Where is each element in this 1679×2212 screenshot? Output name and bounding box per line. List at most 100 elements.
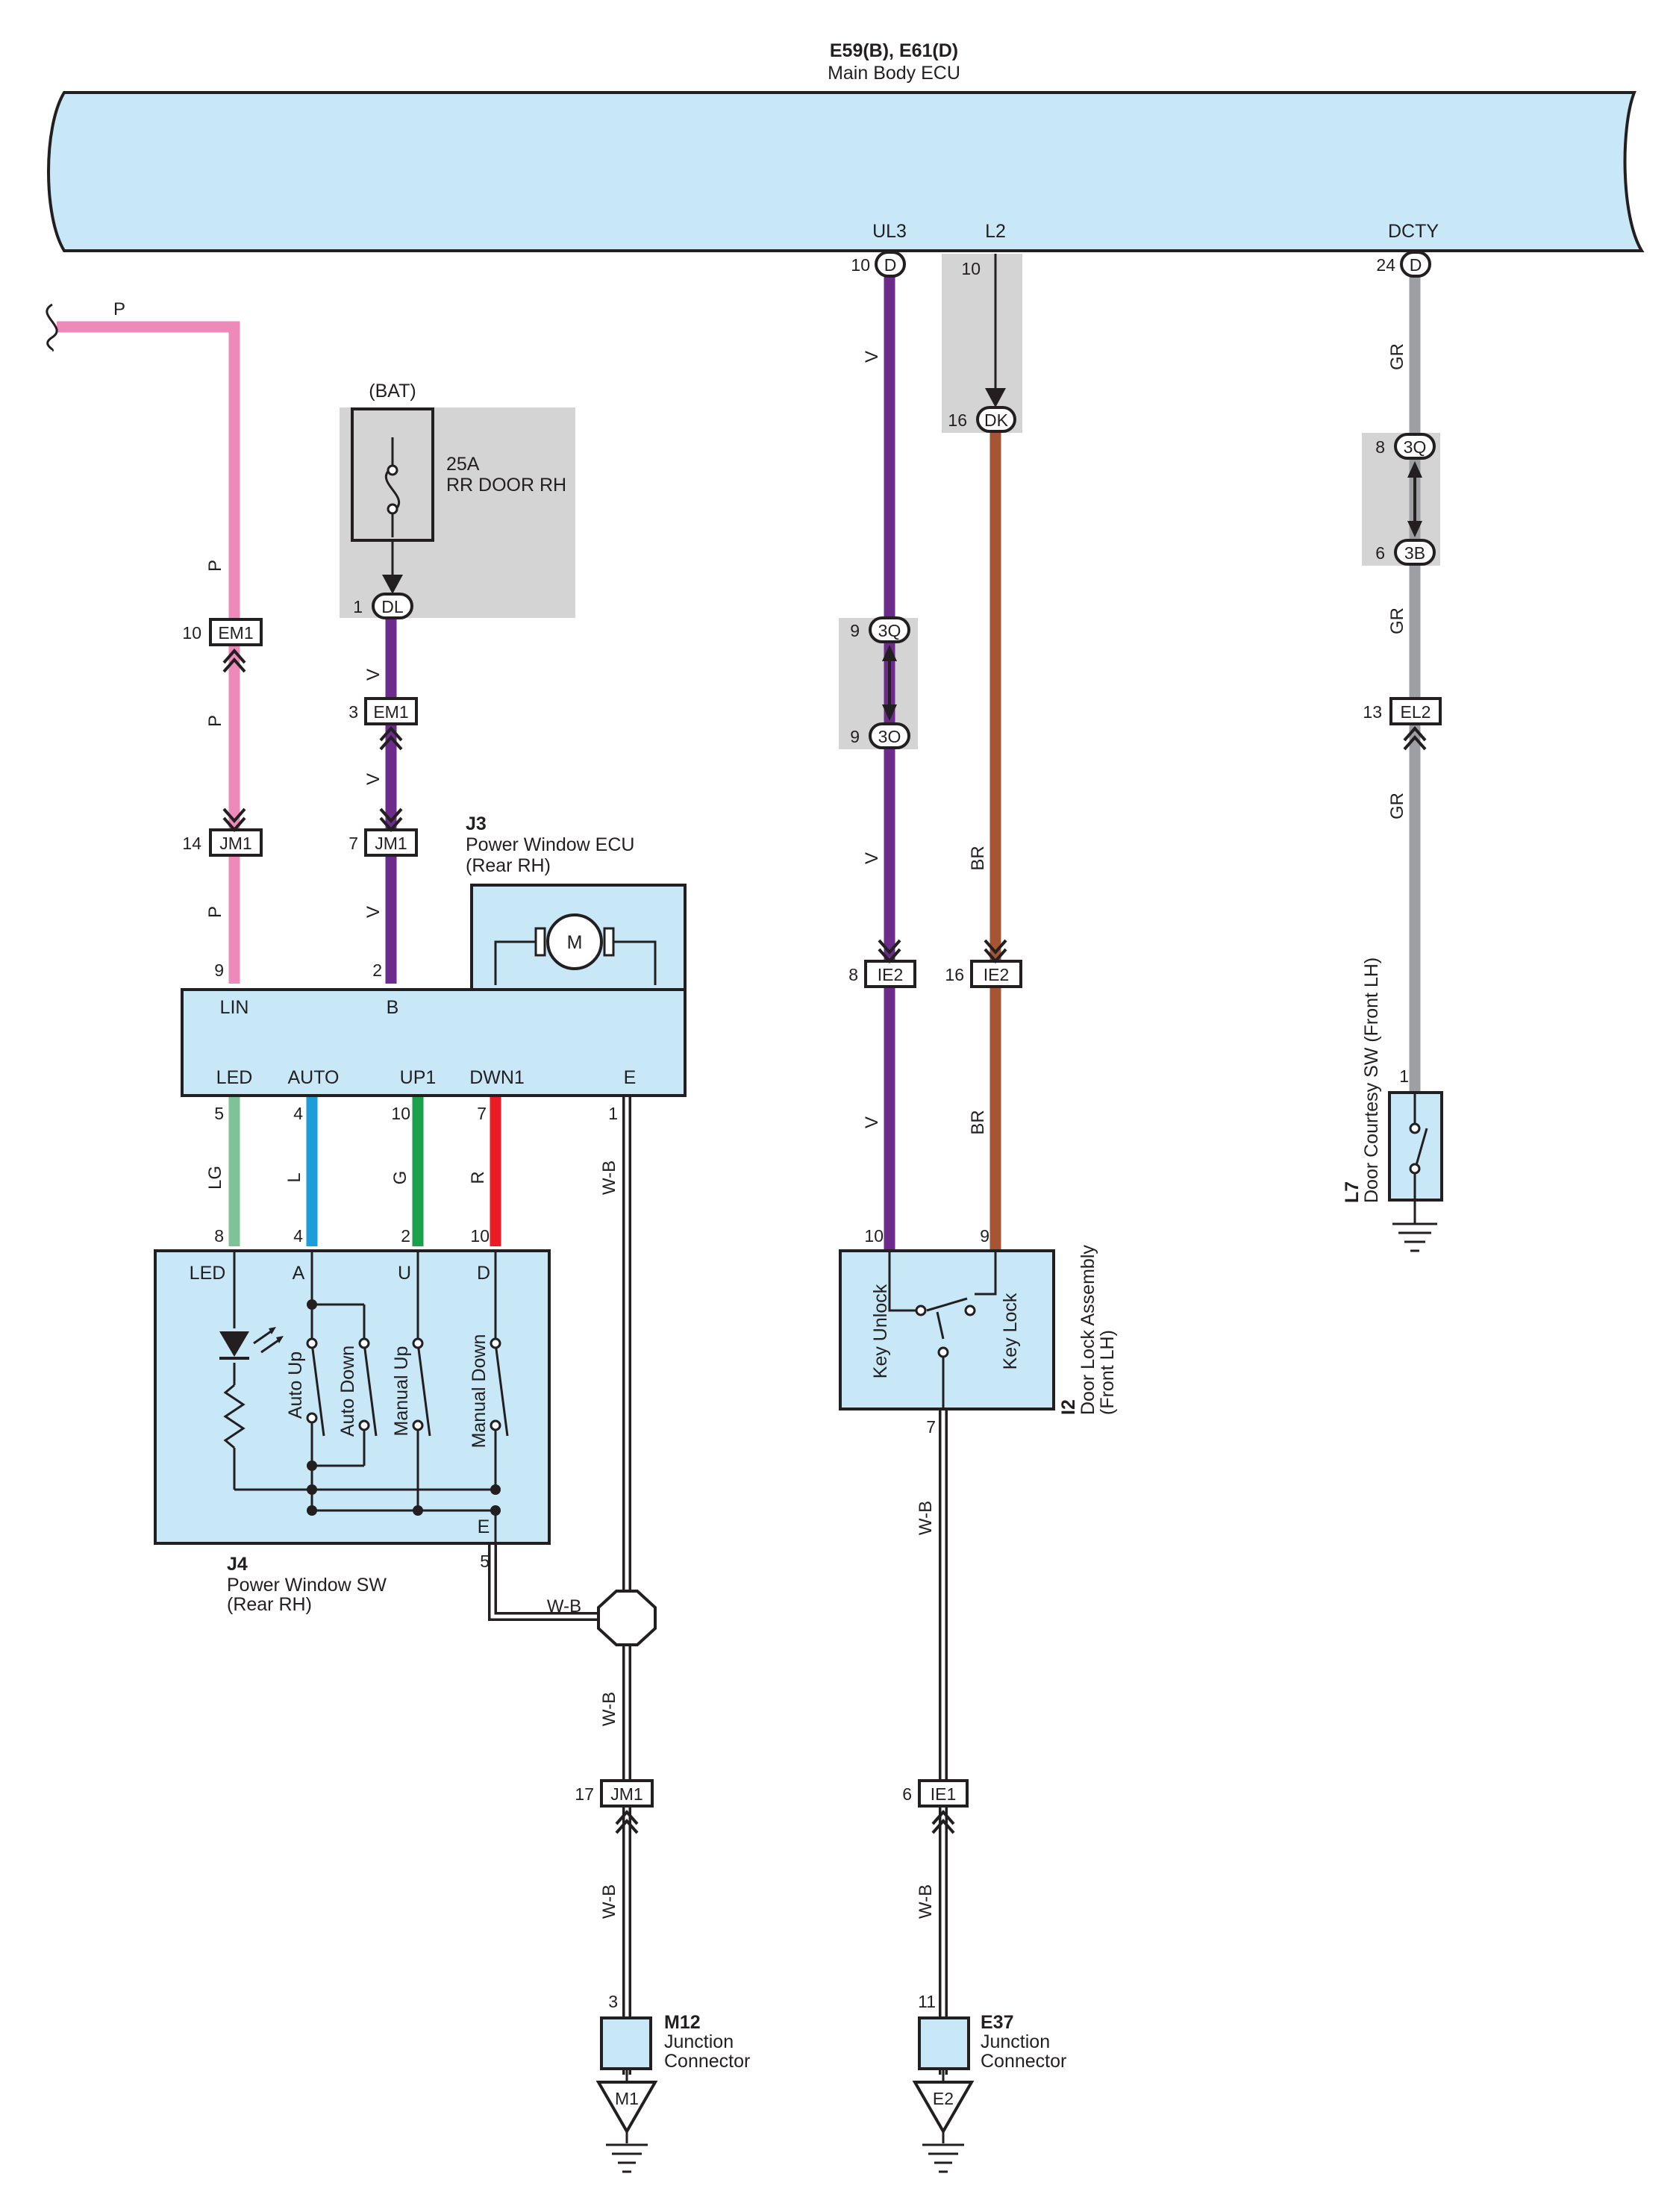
wire-wb-j3: [488, 1091, 948, 2075]
pin-j3-lin: 9: [214, 960, 224, 980]
svg-text:9: 9: [850, 621, 860, 640]
pin-j3-e: 1: [608, 1104, 618, 1123]
pin-i2-7: 7: [926, 1417, 936, 1437]
arrow-dk: [985, 388, 1006, 407]
svg-text:DL: DL: [381, 597, 404, 616]
svg-text:E2: E2: [933, 2089, 954, 2108]
pin-j3-up1: 10: [391, 1104, 410, 1123]
j3-terminal-e: E: [624, 1067, 637, 1088]
switch-key-unlock: Key Unlock: [870, 1284, 891, 1378]
svg-text:EM1: EM1: [373, 702, 408, 722]
svg-text:6: 6: [902, 1784, 912, 1804]
e37-junction-box: [918, 2016, 970, 2070]
svg-text:8: 8: [848, 965, 858, 984]
ground-icon-m1: M1: [595, 2069, 658, 2173]
svg-text:10: 10: [182, 623, 201, 643]
j4-terminal-u: U: [398, 1263, 411, 1284]
connector-jm1-v: JM1 7: [348, 828, 418, 857]
connector-el2: EL2 13: [1363, 697, 1442, 725]
j4-sub: (Rear RH): [227, 1594, 312, 1615]
svg-text:3Q: 3Q: [878, 621, 901, 640]
svg-text:3Q: 3Q: [1404, 437, 1427, 457]
connector-dk: DK 16: [948, 406, 1016, 433]
wire-code-wb3: W-B: [599, 1692, 619, 1726]
pin-j4-led: 8: [214, 1226, 224, 1246]
i2-internal-circuit: [888, 1251, 997, 1409]
wire-code-wb2: W-B: [547, 1596, 581, 1616]
wire-code-v4: V: [862, 351, 882, 363]
svg-text:DK: DK: [984, 410, 1009, 430]
svg-text:9: 9: [850, 727, 860, 746]
svg-text:EM1: EM1: [218, 623, 253, 643]
connector-3q-ul3: 3Q 9: [850, 616, 910, 643]
connector-em1-p: EM1 10: [182, 618, 263, 646]
m12-sub: Connector: [664, 2051, 750, 2072]
svg-text:3O: 3O: [878, 727, 901, 746]
main-body-ecu-box: [47, 91, 1645, 252]
j3-terminal-up1: UP1: [400, 1067, 437, 1088]
pin-j4-d: 10: [470, 1226, 490, 1246]
svg-text:JM1: JM1: [375, 834, 407, 853]
j4-terminal-d: D: [477, 1263, 490, 1284]
wire-code-wb6: W-B: [916, 1884, 936, 1919]
connector-em1-v: EM1 3: [348, 697, 418, 725]
j3-sub: (Rear RH): [466, 855, 551, 876]
pin-j4-a: 4: [293, 1226, 303, 1246]
ecu-name: Main Body ECU: [828, 63, 960, 84]
ground-icon-e2: E2: [912, 2069, 975, 2173]
l7-switch-symbol: [1413, 1094, 1428, 1224]
pin-j3-dwn1: 7: [477, 1104, 487, 1123]
connector-dl: DL 1: [353, 593, 413, 619]
ecu-terminal-dcty: DCTY: [1388, 221, 1439, 242]
led-icon: [219, 1327, 284, 1360]
switch-auto-up: Auto Up: [285, 1352, 306, 1419]
e37-code: E37: [981, 2012, 1013, 2033]
svg-text:JM1: JM1: [610, 1784, 642, 1804]
svg-text:6: 6: [1375, 543, 1385, 563]
l7-code: L7: [1342, 1181, 1363, 1203]
j3-code: J3: [466, 813, 487, 834]
wire-code-br1: BR: [968, 846, 988, 870]
svg-text:24: 24: [1376, 255, 1395, 275]
svg-text:M: M: [567, 932, 583, 953]
svg-text:IE2: IE2: [984, 965, 1010, 984]
j4-terminal-a: A: [293, 1263, 305, 1284]
pin-i2-10: 10: [864, 1226, 884, 1246]
wire-code-br2: BR: [968, 1110, 988, 1134]
j3-terminal-dwn1: DWN1: [469, 1067, 525, 1088]
wire-code-gr1: GR: [1387, 343, 1407, 370]
fuse-rating: 25A: [446, 454, 480, 475]
j4-switch-contacts: [306, 1337, 501, 1431]
bidirectional-arrow-3q-3b: [1407, 461, 1422, 537]
splice-octagon: [597, 1590, 657, 1646]
svg-text:14: 14: [182, 834, 201, 853]
j4-code: J4: [227, 1554, 248, 1575]
pin-j4-u: 2: [401, 1226, 410, 1246]
wire-code-v1: V: [363, 669, 384, 681]
j3-terminal-auto: AUTO: [288, 1067, 340, 1088]
svg-text:16: 16: [945, 965, 964, 984]
pin-l2-10: 10: [961, 259, 981, 278]
ecu-code: E59(B), E61(D): [830, 40, 958, 61]
j4-junction-dots: [307, 1299, 501, 1516]
pin-j3-led: 5: [214, 1104, 224, 1123]
motor-icon: M: [494, 913, 657, 985]
fuse-shade: [340, 407, 575, 618]
pin-m12-3: 3: [608, 1992, 618, 2011]
connector-3o: 3O 9: [850, 722, 910, 749]
pin-e37-11: 11: [918, 1992, 936, 2011]
ecu-terminal-ul3: UL3: [872, 221, 907, 242]
m12-code: M12: [664, 2012, 701, 2033]
chevron-arrows: [222, 648, 1427, 1834]
ecu-terminal-l2: L2: [985, 221, 1006, 242]
svg-text:3B: 3B: [1404, 543, 1425, 563]
switch-auto-down: Auto Down: [337, 1346, 358, 1437]
fuse-terminal-bottom: [387, 503, 398, 515]
wire-code-v3: V: [363, 906, 384, 918]
wire-code-p3: P: [205, 906, 225, 918]
connector-3b: 3B 6: [1375, 539, 1436, 566]
svg-text:10: 10: [851, 255, 870, 275]
fuse-terminal-top: [387, 464, 398, 476]
j3-ecu-box: [181, 988, 687, 1097]
